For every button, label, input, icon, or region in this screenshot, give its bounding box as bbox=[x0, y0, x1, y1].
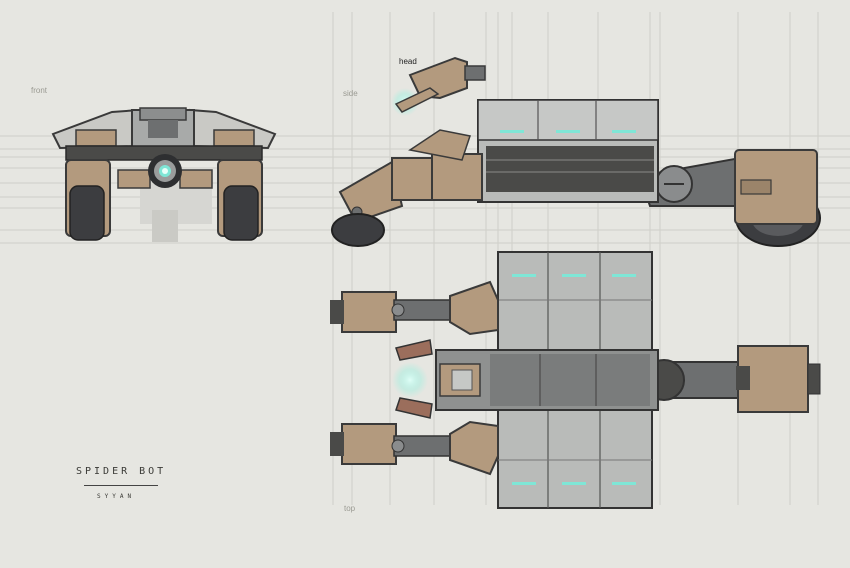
signature-author: SYYAN bbox=[97, 493, 136, 500]
top-view-robot bbox=[330, 251, 821, 509]
front-view-label: front bbox=[31, 86, 48, 95]
top-view-label: top bbox=[344, 504, 356, 513]
head-label: head bbox=[399, 57, 417, 66]
head-detail bbox=[391, 56, 486, 116]
side-view-robot bbox=[331, 99, 821, 247]
front-view-robot bbox=[51, 107, 277, 242]
signature-underline bbox=[84, 485, 158, 486]
signature-title: SPIDER BOT bbox=[76, 466, 167, 477]
side-view-label: side bbox=[343, 89, 358, 98]
